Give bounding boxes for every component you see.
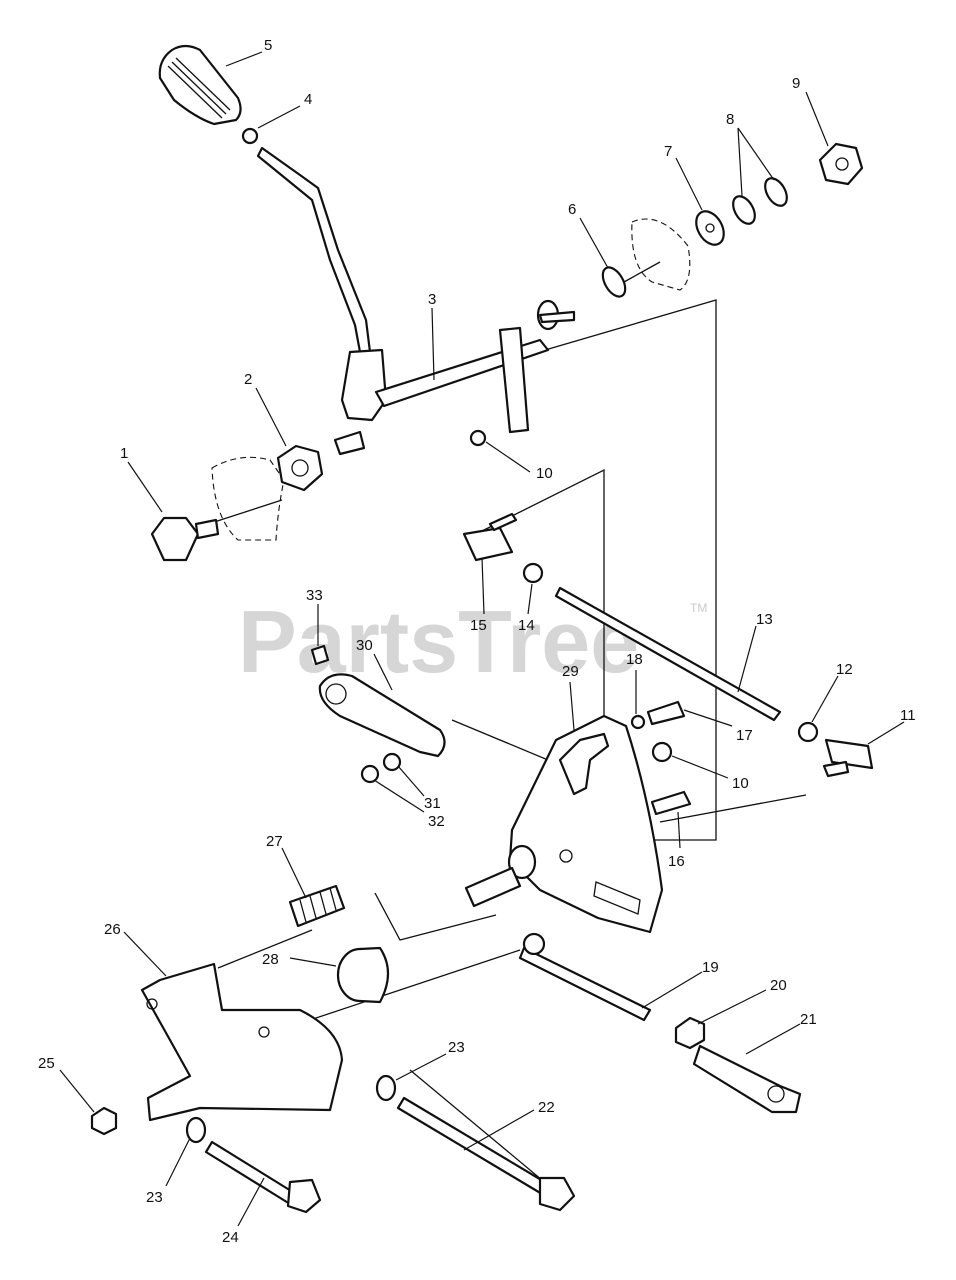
- callout-8: 8: [726, 111, 734, 128]
- callout-32: 32: [428, 813, 445, 830]
- callout-27: 27: [266, 833, 283, 850]
- callout-28: 28: [262, 951, 279, 968]
- callout-10-lower: 10: [732, 775, 749, 792]
- callout-30: 30: [356, 637, 373, 654]
- pedal-assembly: [150, 44, 864, 562]
- callout-15: 15: [470, 617, 487, 634]
- callout-24: 24: [222, 1229, 239, 1246]
- callout-6: 6: [568, 201, 576, 218]
- callout-10-upper: 10: [536, 465, 553, 482]
- callout-9: 9: [792, 75, 800, 92]
- callout-16: 16: [668, 853, 685, 870]
- callout-17: 17: [736, 727, 753, 744]
- callout-11: 11: [900, 707, 916, 724]
- callout-1: 1: [120, 445, 128, 462]
- watermark-trademark: TM: [690, 601, 707, 615]
- callout-29: 29: [562, 663, 579, 680]
- callout-13: 13: [756, 611, 773, 628]
- leader-lines: [59, 51, 905, 1227]
- callout-23-upper: 23: [448, 1039, 465, 1056]
- callout-26: 26: [104, 921, 121, 938]
- callout-2: 2: [244, 371, 252, 388]
- callout-labels: 1 2 3 4 5 6 7 8 9 10 11 12 13 14 15 16 1…: [38, 37, 916, 1246]
- callout-20: 20: [770, 977, 787, 994]
- callout-22: 22: [538, 1099, 555, 1116]
- callout-14: 14: [518, 617, 535, 634]
- linkage-assembly: [310, 512, 874, 934]
- callout-33: 33: [306, 587, 323, 604]
- callout-4: 4: [304, 91, 312, 108]
- callout-31: 31: [424, 795, 441, 812]
- callout-12: 12: [836, 661, 853, 678]
- callout-3: 3: [428, 291, 436, 308]
- callout-7: 7: [664, 143, 672, 160]
- callout-5: 5: [264, 37, 272, 54]
- callout-21: 21: [800, 1011, 817, 1028]
- callout-25: 25: [38, 1055, 55, 1072]
- callout-18: 18: [626, 651, 643, 668]
- lower-assembly: [90, 884, 802, 1214]
- watermark-text: PartsTree: [238, 592, 639, 691]
- callout-23-lower: 23: [146, 1189, 163, 1206]
- callout-19: 19: [702, 959, 719, 976]
